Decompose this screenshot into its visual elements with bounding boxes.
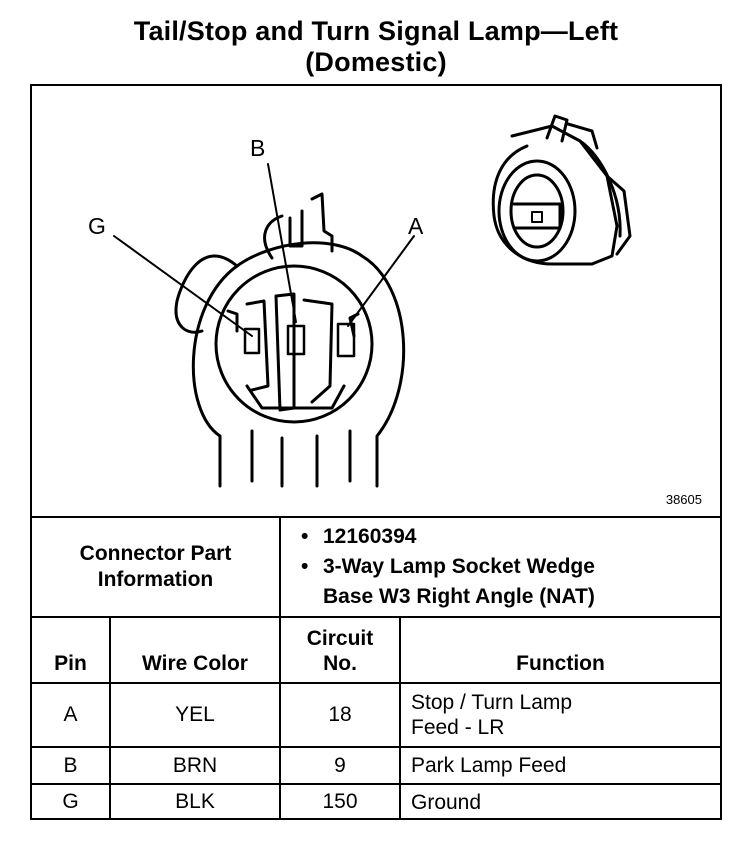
leader-b	[267, 163, 297, 323]
leader-a	[347, 235, 415, 327]
table-row: B BRN 9 Park Lamp Feed	[32, 746, 720, 785]
terminal-b	[286, 324, 306, 356]
connector-outer-body	[191, 241, 406, 488]
wire-color-cell: YEL	[109, 682, 281, 748]
leader-g	[113, 235, 253, 337]
connector-drawing: B G A	[88, 114, 632, 488]
socket-ring	[214, 264, 374, 424]
connector-3d-view	[491, 114, 632, 266]
circuit-cell: 9	[279, 746, 401, 785]
wire-color-cell: BRN	[109, 746, 281, 785]
connector-info-row: Connector Part Information •12160394 •3-…	[32, 516, 720, 618]
wire-color-cell: BLK	[109, 783, 281, 819]
figure-id: 38605	[665, 492, 702, 507]
circuit-cell: 150	[279, 783, 401, 819]
header-wire-color: Wire Color	[109, 616, 281, 684]
connector-figure: B G A 38605	[32, 86, 720, 516]
top-latch-left	[288, 209, 304, 248]
contact-rail-mid	[274, 292, 296, 412]
top-latch-right	[310, 192, 334, 253]
circuit-cell: 18	[279, 682, 401, 748]
header-row: Pin Wire Color Circuit No. Function	[32, 616, 720, 684]
terminal-a	[336, 322, 356, 358]
pin-cell: B	[32, 746, 111, 785]
function-cell: Stop / Turn Lamp Feed - LR	[399, 682, 720, 748]
title-line-2: (Domestic)	[305, 47, 447, 77]
table-row: G BLK 150 Ground	[32, 783, 720, 819]
contact-rail-right	[302, 298, 334, 404]
part-description: •3-Way Lamp Socket Wedge	[301, 555, 595, 578]
diagram-frame: B G A 38605 Connector Part Information •…	[30, 84, 722, 820]
connector-table: Connector Part Information •12160394 •3-…	[32, 516, 720, 819]
callout-b: B	[250, 135, 265, 161]
pin-cell: A	[32, 682, 111, 748]
header-pin: Pin	[32, 616, 111, 684]
callout-g: G	[88, 213, 106, 239]
contact-rail-left	[245, 299, 270, 392]
connector-info-values: •12160394 •3-Way Lamp Socket Wedge Base …	[279, 516, 720, 618]
title-line-1: Tail/Stop and Turn Signal Lamp—Left	[133, 16, 619, 46]
connector-info-label: Connector Part Information	[32, 516, 281, 618]
terminal-g	[243, 327, 261, 355]
callout-a: A	[408, 213, 424, 239]
function-cell: Ground	[399, 783, 720, 819]
table-row: A YEL 18 Stop / Turn Lamp Feed - LR	[32, 682, 720, 748]
function-cell: Park Lamp Feed	[399, 746, 720, 785]
part-number: •12160394	[301, 525, 417, 548]
locking-ear	[174, 254, 239, 334]
pin-cell: G	[32, 783, 111, 819]
header-function: Function	[399, 616, 720, 684]
header-circuit: Circuit No.	[279, 616, 401, 684]
